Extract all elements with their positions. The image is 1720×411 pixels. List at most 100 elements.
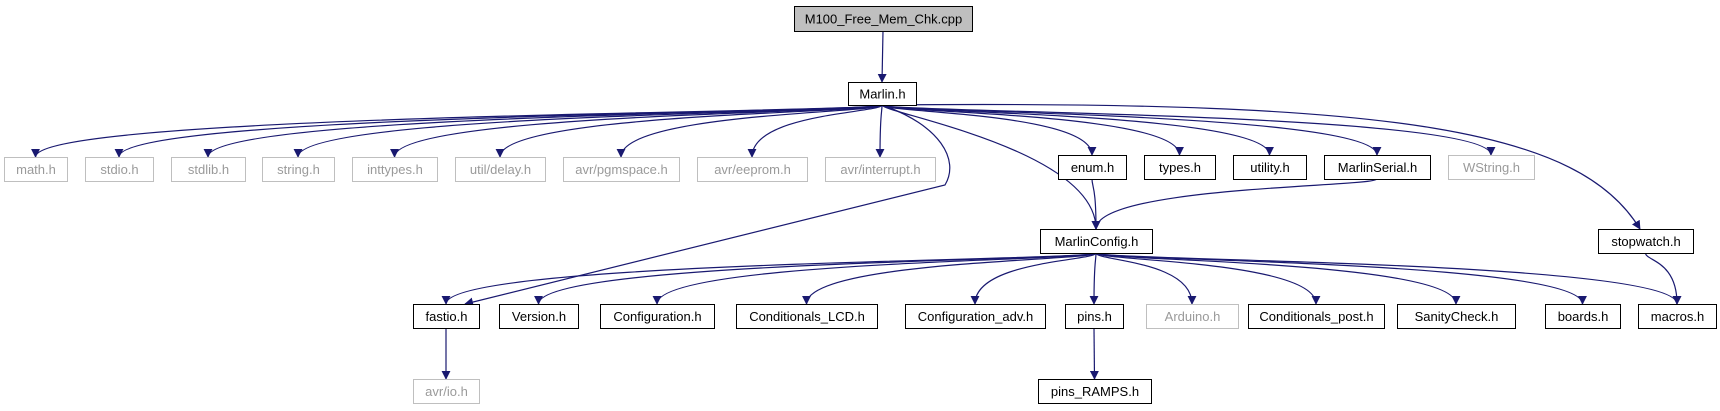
edge-marlinconfig-to-cond_post xyxy=(1095,252,1321,305)
node-label-interrupt: avr/interrupt.h xyxy=(840,162,920,177)
node-box-arduino xyxy=(1146,304,1239,329)
edge-marlin-to-marlinconfig xyxy=(881,104,1101,230)
node-cond_lcd[interactable]: Conditionals_LCD.h xyxy=(736,304,878,329)
edge-marlin-to-pgmspace xyxy=(616,104,883,158)
node-utility[interactable]: utility.h xyxy=(1233,155,1307,180)
node-label-sanity: SanityCheck.h xyxy=(1415,309,1499,324)
node-configuration[interactable]: Configuration.h xyxy=(600,304,715,329)
node-pins[interactable]: pins.h xyxy=(1065,304,1124,329)
node-box-configuration xyxy=(600,304,715,329)
edge-marlinconfig-to-arduino xyxy=(1095,252,1197,305)
node-label-fastio: fastio.h xyxy=(426,309,468,324)
edge-marlin-to-string xyxy=(293,104,883,158)
node-stdlib: stdlib.h xyxy=(171,157,246,182)
dependency-edges xyxy=(31,30,1682,380)
edge-root-to-marlin xyxy=(877,30,887,83)
node-label-stdlib: stdlib.h xyxy=(188,162,229,177)
node-label-marlinserial: MarlinSerial.h xyxy=(1338,160,1417,175)
node-marlin[interactable]: Marlin.h xyxy=(848,82,917,106)
node-arduino: Arduino.h xyxy=(1146,304,1239,329)
node-box-wstring xyxy=(1448,155,1535,180)
node-label-pins: pins.h xyxy=(1077,309,1112,324)
node-marlinserial[interactable]: MarlinSerial.h xyxy=(1324,155,1431,180)
node-label-pins_ramps: pins_RAMPS.h xyxy=(1051,384,1139,399)
node-eeprom: avr/eeprom.h xyxy=(697,157,808,182)
node-box-enum xyxy=(1058,155,1127,180)
node-config_adv[interactable]: Configuration_adv.h xyxy=(905,304,1046,329)
node-box-root xyxy=(794,6,973,32)
node-label-config_adv: Configuration_adv.h xyxy=(918,309,1033,324)
node-stopwatch[interactable]: stopwatch.h xyxy=(1598,229,1694,254)
node-box-stdio xyxy=(85,157,154,182)
node-label-root: M100_Free_Mem_Chk.cpp xyxy=(805,12,963,27)
node-stdio: stdio.h xyxy=(85,157,154,182)
edge-marlin-to-wstring xyxy=(881,104,1496,156)
node-label-avrio: avr/io.h xyxy=(425,384,468,399)
node-box-boards xyxy=(1545,304,1621,329)
node-label-stopwatch: stopwatch.h xyxy=(1611,234,1680,249)
edge-marlin-to-fastio xyxy=(464,104,951,307)
node-label-marlinconfig: MarlinConfig.h xyxy=(1055,234,1139,249)
node-version[interactable]: Version.h xyxy=(499,304,579,329)
node-boards[interactable]: boards.h xyxy=(1545,304,1621,329)
edge-marlinconfig-to-cond_lcd xyxy=(802,252,1097,305)
edge-marlinconfig-to-config_adv xyxy=(970,252,1097,305)
node-label-delay: util/delay.h xyxy=(470,162,531,177)
node-fastio[interactable]: fastio.h xyxy=(413,304,480,329)
node-box-version xyxy=(499,304,579,329)
node-label-pgmspace: avr/pgmspace.h xyxy=(575,162,668,177)
node-types[interactable]: types.h xyxy=(1144,155,1216,180)
node-box-types xyxy=(1144,155,1216,180)
node-label-inttypes: inttypes.h xyxy=(367,162,423,177)
node-box-pins_ramps xyxy=(1038,379,1152,404)
node-box-stopwatch xyxy=(1598,229,1694,254)
node-box-pgmspace xyxy=(563,157,680,182)
node-enum[interactable]: enum.h xyxy=(1058,155,1127,180)
node-pgmspace: avr/pgmspace.h xyxy=(563,157,680,182)
node-box-delay xyxy=(455,157,546,182)
node-marlinconfig[interactable]: MarlinConfig.h xyxy=(1040,229,1153,254)
node-box-marlinconfig xyxy=(1040,229,1153,254)
node-label-arduino: Arduino.h xyxy=(1165,309,1221,324)
node-label-utility: utility.h xyxy=(1250,160,1290,175)
node-box-string xyxy=(262,157,335,182)
node-macros[interactable]: macros.h xyxy=(1638,304,1717,329)
edge-marlinconfig-to-configuration xyxy=(652,252,1097,305)
node-label-version: Version.h xyxy=(512,309,566,324)
node-label-cond_post: Conditionals_post.h xyxy=(1259,309,1373,324)
edge-marlinconfig-to-boards xyxy=(1095,252,1587,305)
node-label-string: string.h xyxy=(277,162,320,177)
node-box-config_adv xyxy=(905,304,1046,329)
node-label-stdio: stdio.h xyxy=(100,162,138,177)
node-box-avrio xyxy=(413,379,480,404)
node-label-boards: boards.h xyxy=(1558,309,1609,324)
node-root[interactable]: M100_Free_Mem_Chk.cpp xyxy=(794,6,973,32)
node-box-marlin xyxy=(848,82,917,106)
node-box-macros xyxy=(1638,304,1717,329)
edge-marlinserial-to-marlinconfig xyxy=(1091,178,1378,230)
node-label-macros: macros.h xyxy=(1651,309,1704,324)
edge-marlin-to-interrupt xyxy=(875,104,885,158)
node-box-cond_lcd xyxy=(736,304,878,329)
node-box-fastio xyxy=(413,304,480,329)
node-sanity[interactable]: SanityCheck.h xyxy=(1397,304,1516,329)
node-string: string.h xyxy=(262,157,335,182)
edge-enum-to-marlinconfig xyxy=(1091,178,1101,230)
edge-marlinconfig-to-fastio xyxy=(441,252,1097,305)
node-cond_post[interactable]: Conditionals_post.h xyxy=(1248,304,1385,329)
node-box-cond_post xyxy=(1248,304,1385,329)
node-box-marlinserial xyxy=(1324,155,1431,180)
node-avrio: avr/io.h xyxy=(413,379,480,404)
node-label-math: math.h xyxy=(16,162,56,177)
node-label-cond_lcd: Conditionals_LCD.h xyxy=(749,309,865,324)
node-pins_ramps[interactable]: pins_RAMPS.h xyxy=(1038,379,1152,404)
node-interrupt: avr/interrupt.h xyxy=(825,157,936,182)
node-label-wstring: WString.h xyxy=(1463,160,1520,175)
node-label-eeprom: avr/eeprom.h xyxy=(714,162,791,177)
node-label-enum: enum.h xyxy=(1071,160,1114,175)
edge-pins-to-pins_ramps xyxy=(1089,327,1099,380)
node-box-sanity xyxy=(1397,304,1516,329)
node-label-configuration: Configuration.h xyxy=(613,309,701,324)
node-label-marlin: Marlin.h xyxy=(859,87,905,102)
